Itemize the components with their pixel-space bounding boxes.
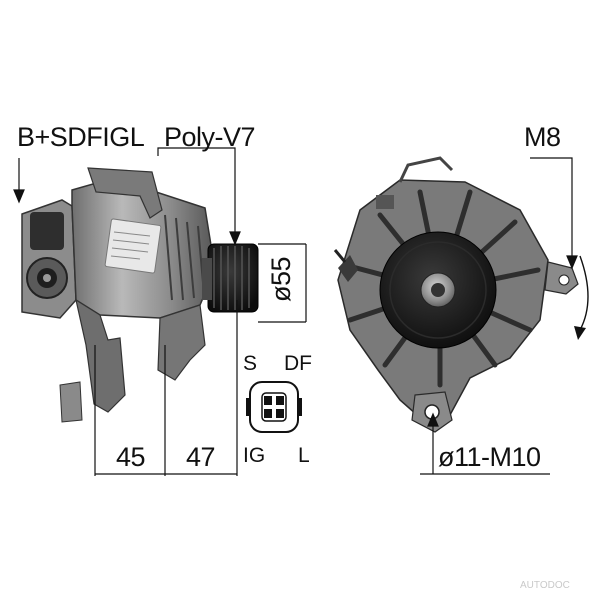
watermark: AUTODOC	[520, 580, 570, 591]
dimension-lines	[13, 147, 307, 476]
pulley-diameter-label: ø55	[266, 256, 296, 302]
pulley-type-label: Poly-V7	[164, 122, 256, 152]
dimension-45-label: 45	[116, 442, 146, 472]
pin-ig-label: IG	[243, 444, 266, 467]
alternator-front-view-icon	[333, 156, 579, 433]
dimension-47-label: 47	[186, 442, 216, 472]
pin-l-label: L	[298, 444, 310, 467]
alternator-side-view-icon	[21, 167, 259, 423]
pin-s-label: S	[243, 352, 258, 375]
connector-code-label: B+SDFIGL	[17, 122, 145, 152]
connector-plug-icon	[246, 381, 302, 433]
pin-df-label: DF	[284, 352, 312, 375]
thread-label: M8	[524, 122, 561, 152]
front-view-leaders	[420, 157, 578, 475]
mount-hole-label: ø11-M10	[438, 442, 541, 472]
rotation-arrow-icon	[574, 255, 589, 340]
